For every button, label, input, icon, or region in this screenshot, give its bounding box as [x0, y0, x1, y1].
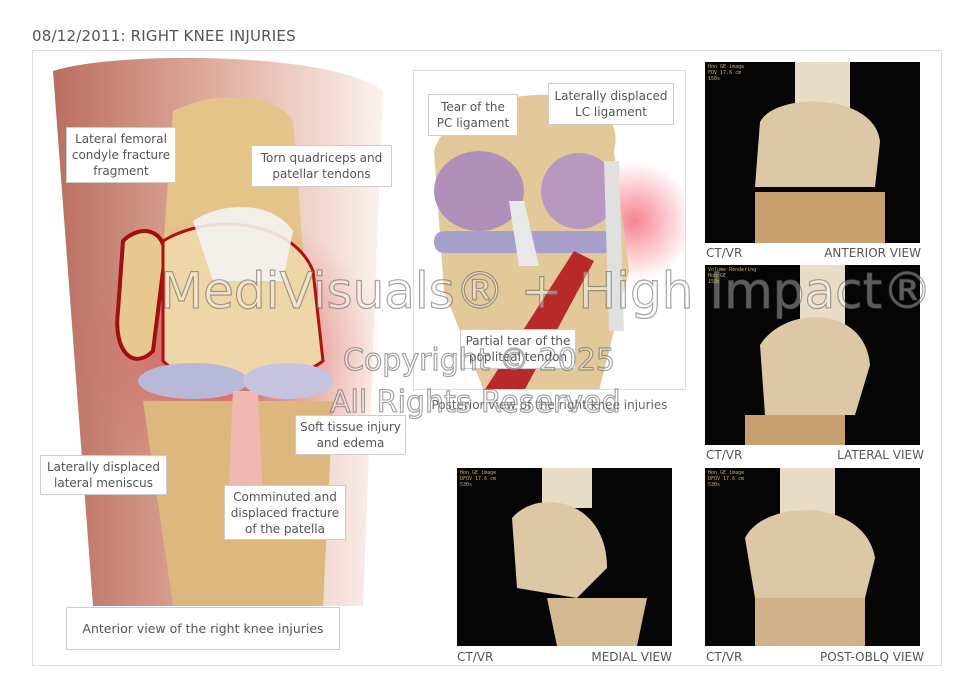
posterior-caption: Posterior view of the right knee injurie… — [431, 398, 668, 412]
ct-modality: CT/VR — [706, 448, 743, 462]
posterior-panel: Tear of the PC ligament Laterally displa… — [413, 70, 686, 390]
page-title: 08/12/2011: RIGHT KNEE INJURIES — [32, 27, 296, 45]
label-lc-ligament: Laterally displaced LC ligament — [548, 83, 674, 125]
ct-view-label: ANTERIOR VIEW — [824, 246, 921, 260]
label-meniscus: Laterally displaced lateral meniscus — [40, 455, 167, 495]
label-pc-ligament: Tear of the PC ligament — [428, 94, 518, 136]
ct-modality: CT/VR — [457, 650, 494, 664]
ct-view-label: POST-OBLQ VIEW — [819, 650, 924, 664]
figure-frame — [32, 50, 942, 666]
anterior-caption: Anterior view of the right knee injuries — [66, 607, 340, 650]
label-soft-tissue: Soft tissue injury and edema — [295, 415, 406, 455]
label-torn-tendons: Torn quadriceps and patellar tendons — [251, 145, 392, 187]
ct-modality: CT/VR — [706, 650, 743, 664]
ct-view-label: MEDIAL VIEW — [591, 650, 672, 664]
label-popliteal-tendon: Partial tear of the popliteal tendon — [460, 329, 576, 369]
ct-modality: CT/VR — [706, 246, 743, 260]
label-condyle-fracture: Lateral femoral condyle fracture fragmen… — [66, 127, 176, 183]
ct-view-label: LATERAL VIEW — [837, 448, 924, 462]
label-patella-fracture: Comminuted and displaced fracture of the… — [224, 485, 346, 540]
